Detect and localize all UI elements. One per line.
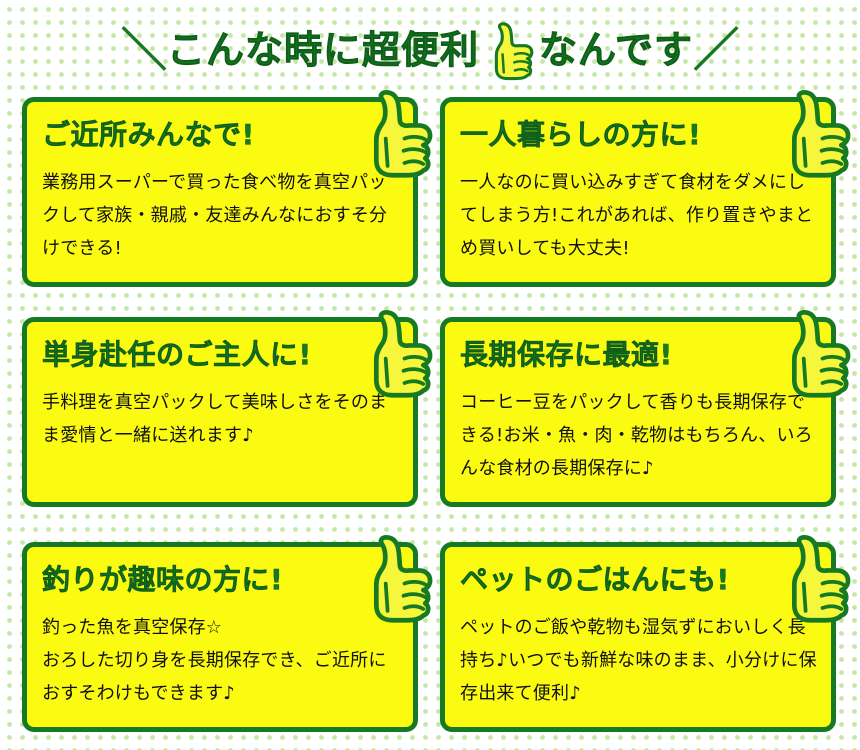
benefit-card-fishing: 釣りが趣味の方に! 釣った魚を真空保存☆ おろした切り身を長期保存でき、ご近所に… <box>22 534 433 732</box>
right-slash: ／ <box>693 23 740 77</box>
card-text: コーヒー豆をパックして香りも長期保存できる!お米・魚・肉・乾物はもちろん、いろん… <box>460 392 813 479</box>
card-text: 手料理を真空パックして美味しさをそのまま愛情と一緒に送れます♪ <box>42 392 388 446</box>
benefit-card-neighbors: ご近所みんなで! 業務用スーパーで買った食べ物を真空パックして家族・親戚・友達み… <box>22 89 433 287</box>
thumbs-up-icon <box>776 85 854 179</box>
header-banner: ＼ こんな時に超便利 なんです ／ <box>70 16 790 84</box>
thumbs-up-icon <box>483 19 537 81</box>
card-title: ペットのごはんにも! <box>460 563 730 596</box>
card-title: 単身赴任のご主人に! <box>42 338 312 371</box>
header-title-before-icon: こんな時に超便利 <box>166 28 479 72</box>
left-slash: ＼ <box>120 23 167 77</box>
card-text: ペットのご飯や乾物も湿気ずにおいしく長持ち♪いつでも新鮮な味のまま、小分けに保存… <box>460 617 817 704</box>
thumbs-up-icon <box>358 530 436 624</box>
card-title: 一人暮らしの方に! <box>460 118 702 151</box>
card-text: 一人なのに買い込みすぎて食材をダメにしてしまう方!これがあれば、作り置きやまとめ… <box>460 172 814 259</box>
benefit-card-away-husband: 単身赴任のご主人に! 手料理を真空パックして美味しさをそのまま愛情と一緒に送れま… <box>22 309 433 507</box>
benefit-card-single-living: 一人暮らしの方に! 一人なのに買い込みすぎて食材をダメにしてしまう方!これがあれ… <box>440 89 851 287</box>
card-title: 釣りが趣味の方に! <box>42 563 284 596</box>
header-title-after-icon: なんです <box>538 28 694 72</box>
thumbs-up-icon <box>776 530 854 624</box>
thumbs-up-icon <box>776 305 854 399</box>
card-text: 釣った魚を真空保存☆ おろした切り身を長期保存でき、ご近所におすそわけもできます… <box>42 617 387 704</box>
thumbs-up-icon <box>358 85 436 179</box>
card-text: 業務用スーパーで買った食べ物を真空パックして家族・親戚・友達みんなにおすそ分けで… <box>42 172 388 259</box>
card-title: ご近所みんなで! <box>42 118 255 151</box>
card-title: 長期保存に最適! <box>460 338 673 371</box>
thumbs-up-icon <box>358 305 436 399</box>
benefit-card-long-storage: 長期保存に最適! コーヒー豆をパックして香りも長期保存できる!お米・魚・肉・乾物… <box>440 309 851 507</box>
benefit-card-pet-food: ペットのごはんにも! ペットのご飯や乾物も湿気ずにおいしく長持ち♪いつでも新鮮な… <box>440 534 851 732</box>
